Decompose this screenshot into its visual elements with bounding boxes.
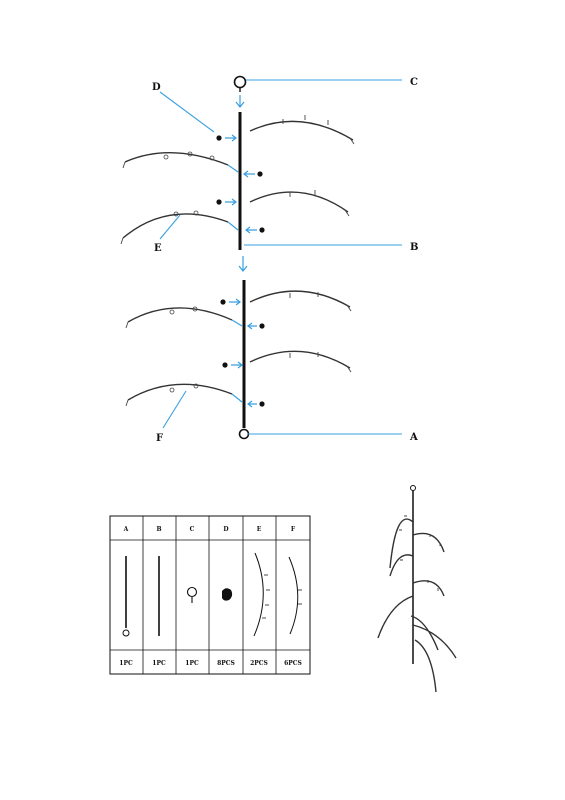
label-d: D <box>152 82 161 93</box>
arm-left-3 <box>125 306 233 329</box>
qty-d: 8PCS <box>217 660 235 667</box>
connector-icon <box>243 170 263 178</box>
label-a: A <box>409 432 418 443</box>
connector-icon <box>247 400 265 408</box>
table-header-a: A <box>123 526 129 533</box>
leader-d <box>159 91 215 133</box>
table-header-e: E <box>257 526 262 533</box>
exploded-view: C B A D E F <box>120 75 418 444</box>
connector-icon <box>216 134 237 142</box>
arm-left-2 <box>120 210 229 245</box>
insert-arrow <box>231 319 243 327</box>
table-header-f: F <box>291 526 296 533</box>
label-b: B <box>410 242 418 253</box>
qty-e: 2PCS <box>250 660 268 667</box>
qty-b: 1PC <box>152 660 166 667</box>
connector-icon <box>222 361 243 369</box>
table-header-d: D <box>223 526 228 533</box>
leader-e <box>159 214 181 240</box>
arm-left-4 <box>125 383 233 407</box>
insert-arrow <box>231 393 243 403</box>
arm-left-1 <box>122 151 229 169</box>
insert-arrow <box>227 221 239 231</box>
label-f: F <box>156 433 163 444</box>
qty-c: 1PC <box>185 660 199 667</box>
arm-right-3 <box>249 290 352 312</box>
arm-right-2 <box>249 190 350 217</box>
connector-icon <box>220 298 241 306</box>
label-e: E <box>154 243 162 254</box>
assembled-view <box>377 485 457 693</box>
part-d-drawing <box>222 588 233 601</box>
qty-f: 6PCS <box>284 660 302 667</box>
arm-right-1 <box>249 115 355 145</box>
part-c-drawing <box>186 586 198 603</box>
label-c: C <box>410 77 418 88</box>
connector-icon <box>216 198 237 206</box>
parts-table: A B C D E F 1PC 1PC 1PC <box>109 515 311 675</box>
part-a-drawing <box>122 556 130 637</box>
down-arrow <box>238 256 248 272</box>
part-e-drawing <box>253 552 270 637</box>
connector-icon <box>247 322 265 330</box>
qty-a: 1PC <box>119 660 133 667</box>
table-header-c: C <box>190 526 195 533</box>
table-border <box>109 515 311 675</box>
ring-icon <box>233 75 247 89</box>
ring-icon <box>238 428 250 440</box>
leader-f <box>162 390 187 429</box>
part-f-drawing <box>288 556 302 635</box>
table-header-b: B <box>156 526 161 533</box>
arm-right-4 <box>249 350 352 373</box>
insert-arrow <box>227 164 239 173</box>
connector-icon <box>245 226 265 234</box>
down-arrow <box>235 95 245 108</box>
